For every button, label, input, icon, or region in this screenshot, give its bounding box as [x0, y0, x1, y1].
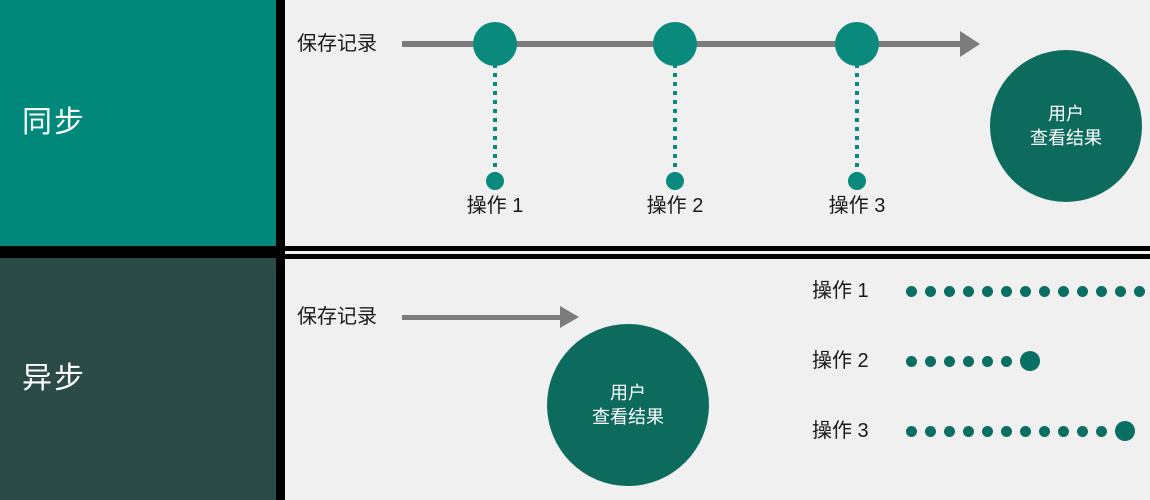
- async-progress-label: 操作 3: [812, 420, 869, 442]
- async-arrowhead-icon: [560, 306, 579, 328]
- progress-dot-icon: [1077, 425, 1088, 437]
- async-progress-label: 操作 1: [812, 280, 869, 302]
- progress-dot-icon: [1020, 285, 1031, 297]
- progress-dot-icon: [1039, 285, 1050, 297]
- sync-node-connector-icon: [493, 64, 497, 174]
- sync-node-connector-icon: [855, 64, 859, 174]
- vertical-divider: [276, 0, 285, 500]
- async-arrow-track: [402, 315, 562, 320]
- sync-node-bubble-icon: [473, 22, 517, 66]
- progress-dot-icon: [925, 425, 936, 437]
- async-user-circle-line2: 查看结果: [592, 407, 664, 427]
- progress-dot-icon: [944, 425, 955, 437]
- sidebar-item-sync-label: 同步: [22, 106, 86, 139]
- async-progress-dots: [906, 421, 1135, 441]
- async-progress-dots: [906, 351, 1040, 371]
- progress-dot-icon: [963, 355, 974, 367]
- progress-dot-icon: [1115, 285, 1126, 297]
- progress-dot-icon: [982, 355, 993, 367]
- sidebar-item-async: 异步: [0, 258, 276, 500]
- async-progress-dots: [906, 281, 1150, 301]
- async-progress-row: 操作 2: [812, 351, 1040, 371]
- progress-dot-icon: [1058, 425, 1069, 437]
- progress-dot-icon: [906, 355, 917, 367]
- progress-dot-icon: [944, 355, 955, 367]
- async-user-circle-line1: 用户: [610, 382, 646, 403]
- async-progress-row: 操作 1: [812, 281, 1150, 301]
- sync-user-circle-line1: 用户: [1048, 103, 1084, 124]
- sync-flow-label: 保存记录: [297, 33, 377, 55]
- progress-dot-icon: [906, 285, 917, 297]
- progress-dot-icon: [1001, 285, 1012, 297]
- progress-dot-icon: [963, 285, 974, 297]
- progress-head-dot-icon: [1020, 351, 1040, 371]
- sync-content-area: 保存记录 操作 1 操作 2 操作 3 用户 查看结果: [285, 0, 1150, 246]
- progress-dot-icon: [982, 425, 993, 437]
- sync-node-caption: 操作 2: [646, 195, 704, 217]
- sync-node-caption: 操作 3: [828, 195, 886, 217]
- async-content-area: 保存记录 用户 查看结果 操作 1 操作 2 操作 3: [285, 259, 1150, 500]
- sync-node-enddot-icon: [848, 172, 866, 190]
- progress-dot-icon: [944, 285, 955, 297]
- progress-dot-icon: [1001, 355, 1012, 367]
- sidebar-divider: [0, 246, 276, 258]
- sync-node-bubble-icon: [835, 22, 879, 66]
- sync-node-enddot-icon: [666, 172, 684, 190]
- progress-dot-icon: [925, 355, 936, 367]
- async-flow-label: 保存记录: [297, 306, 377, 328]
- sync-node-enddot-icon: [486, 172, 504, 190]
- progress-dot-icon: [982, 285, 993, 297]
- progress-dot-icon: [1096, 425, 1107, 437]
- async-progress-label: 操作 2: [812, 350, 869, 372]
- progress-dot-icon: [1096, 285, 1107, 297]
- progress-dot-icon: [963, 425, 974, 437]
- sync-node-bubble-icon: [653, 22, 697, 66]
- progress-dot-icon: [1020, 425, 1031, 437]
- sync-node-connector-icon: [673, 64, 677, 174]
- progress-head-dot-icon: [1115, 421, 1135, 441]
- async-user-result-circle: 用户 查看结果: [547, 324, 709, 486]
- progress-dot-icon: [1058, 285, 1069, 297]
- progress-dot-icon: [1039, 425, 1050, 437]
- sync-timeline-arrowhead-icon: [960, 31, 980, 57]
- sync-node-caption: 操作 1: [466, 195, 524, 217]
- progress-dot-icon: [1001, 425, 1012, 437]
- sidebar-item-sync: 同步: [0, 0, 276, 246]
- progress-dot-icon: [1134, 285, 1145, 297]
- sync-user-result-circle: 用户 查看结果: [990, 50, 1142, 202]
- progress-dot-icon: [906, 425, 917, 437]
- async-progress-row: 操作 3: [812, 421, 1135, 441]
- sync-user-circle-line2: 查看结果: [1030, 128, 1102, 148]
- horizontal-divider-upper: [285, 246, 1150, 251]
- sidebar-item-async-label: 异步: [22, 362, 86, 395]
- progress-dot-icon: [925, 285, 936, 297]
- progress-dot-icon: [1077, 285, 1088, 297]
- horizontal-divider-lower: [285, 254, 1150, 259]
